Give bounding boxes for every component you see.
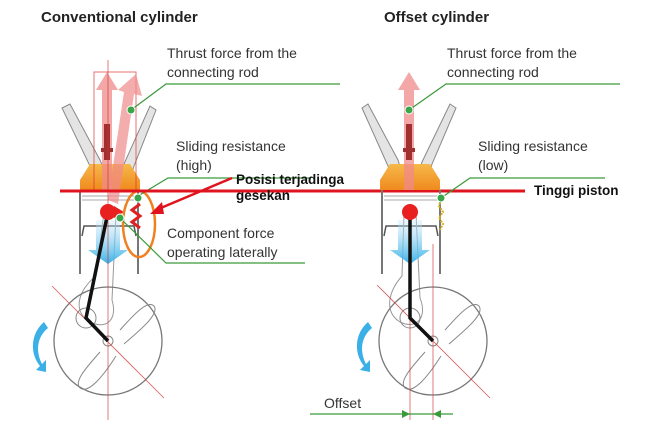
- component-label-left: Component force operating laterally: [167, 225, 278, 260]
- rotation-arrow: [32, 322, 48, 372]
- sliding-leader: [440, 177, 605, 199]
- thrust-label-right: Thrust force from the connecting rod: [447, 45, 577, 80]
- friction-zigzag: [129, 202, 143, 230]
- thrust-label-left: Thrust force from the connecting rod: [167, 45, 297, 80]
- offset-cylinder-title: Offset cylinder: [384, 9, 490, 26]
- offset-cylinder: [310, 72, 620, 420]
- thrust-leader: [130, 83, 340, 111]
- friction-pointer: [155, 176, 233, 212]
- friction-position-annotation: Posisi terjadinga gesekan: [236, 172, 345, 203]
- conventional-cylinder: [32, 60, 340, 420]
- sliding-label-left: Sliding resistance (high): [176, 138, 286, 173]
- piston-pin: [100, 204, 116, 220]
- offset-label: Offset: [324, 395, 362, 411]
- crank-linkage: [408, 212, 435, 343]
- rotation-arrow: [356, 322, 372, 372]
- sliding-label-right: Sliding resistance (low): [478, 138, 588, 173]
- component-leader: [119, 217, 305, 264]
- connecting-rod: [389, 213, 423, 325]
- crank-linkage: [84, 211, 110, 343]
- piston-height-annotation: Tinggi piston: [534, 183, 619, 198]
- thrust-arrow-diagonal: [108, 74, 142, 204]
- thrust-leader: [408, 83, 620, 111]
- piston-pin: [402, 204, 418, 220]
- conventional-cylinder-title: Conventional cylinder: [41, 9, 198, 26]
